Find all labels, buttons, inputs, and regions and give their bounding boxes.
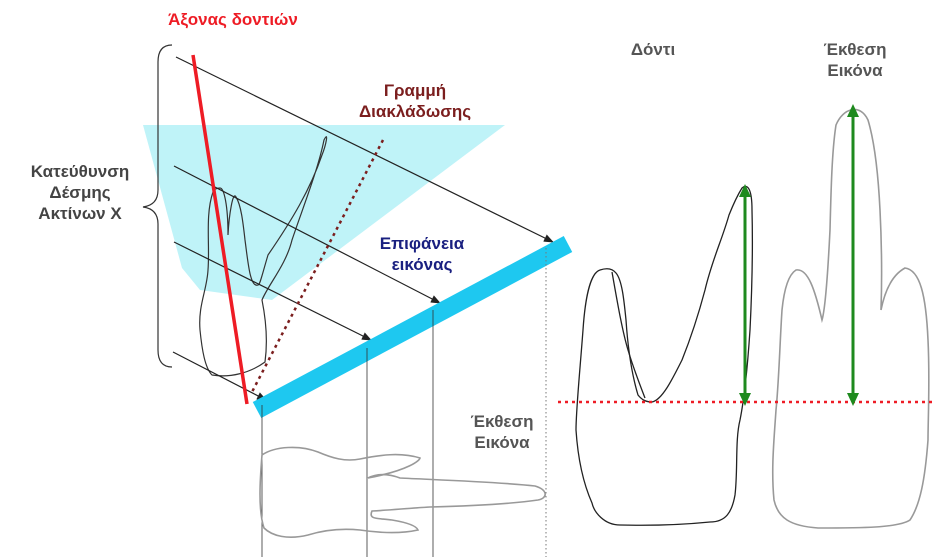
tooth-inner-root (611, 271, 646, 399)
tooth-label: Δόντι (630, 40, 676, 59)
projected-image-line1: Έκθεση (470, 412, 534, 431)
beam-direction-label: Κατεύθυνση Δέσμης Ακτίνων Χ (0, 161, 160, 224)
image-surface-bar (252, 236, 573, 418)
image-surface-line2: εικόνας (391, 255, 453, 274)
bisector-label-line2: Διακλάδωσης (358, 102, 472, 121)
bisector-label: Γραμμή Διακλάδωσης (330, 80, 500, 122)
beam-direction-line2: Δέσμης (49, 183, 111, 202)
beam-direction-line3: Ακτίνων Χ (38, 204, 122, 223)
beam-direction-brace (142, 44, 173, 368)
tooth-axis-label: Άξονας δοντιών (168, 10, 298, 29)
image-surface-line1: Επιφάνεια (379, 234, 465, 253)
beam-ray-4 (172, 351, 267, 401)
image-surface-label: Επιφάνεια εικόνας (352, 233, 492, 275)
beam-ray-1 (175, 56, 554, 243)
tooth-axis-line (191, 54, 249, 405)
beam-ray-2 (173, 165, 441, 304)
bisector-label-line1: Γραμμή (383, 81, 447, 100)
tooth-outline-right (575, 185, 754, 526)
projected-image-line2: Εικόνα (474, 433, 530, 452)
projected-image-label: Έκθεση Εικόνα (432, 411, 572, 453)
exposure-image-line1: Έκθεση (823, 40, 887, 59)
bisector-line (250, 139, 385, 393)
projected-image-tooth (259, 446, 546, 538)
beam-direction-line1: Κατεύθυνση (30, 162, 130, 181)
exposure-image-label: Έκθεση Εικόνα (785, 39, 925, 81)
tooth-outline-left (199, 136, 328, 377)
exposure-image-tooth (771, 108, 930, 529)
beam-ray-3 (173, 241, 372, 341)
exposure-image-line2: Εικόνα (827, 61, 883, 80)
beam-area (143, 125, 505, 300)
